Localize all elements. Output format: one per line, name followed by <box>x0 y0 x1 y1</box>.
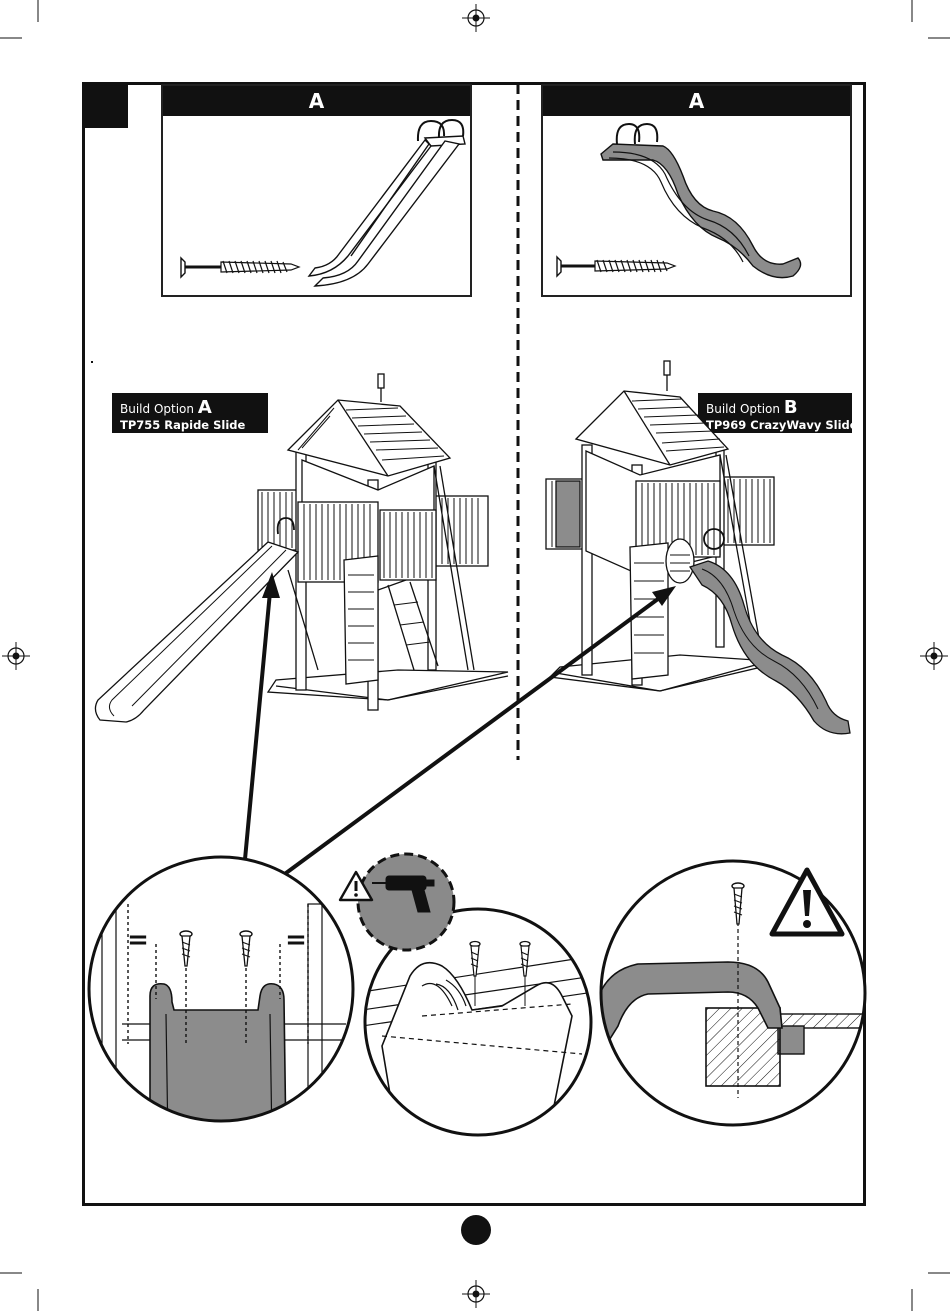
warning-triangle-icon <box>768 862 846 940</box>
page-number-badge <box>461 1215 491 1245</box>
equal-spacing-mark-left: = <box>127 925 149 955</box>
drill-badge <box>338 850 458 960</box>
detail-circle-top-view: = = <box>86 854 356 1124</box>
equal-spacing-mark-right: = <box>285 925 307 955</box>
